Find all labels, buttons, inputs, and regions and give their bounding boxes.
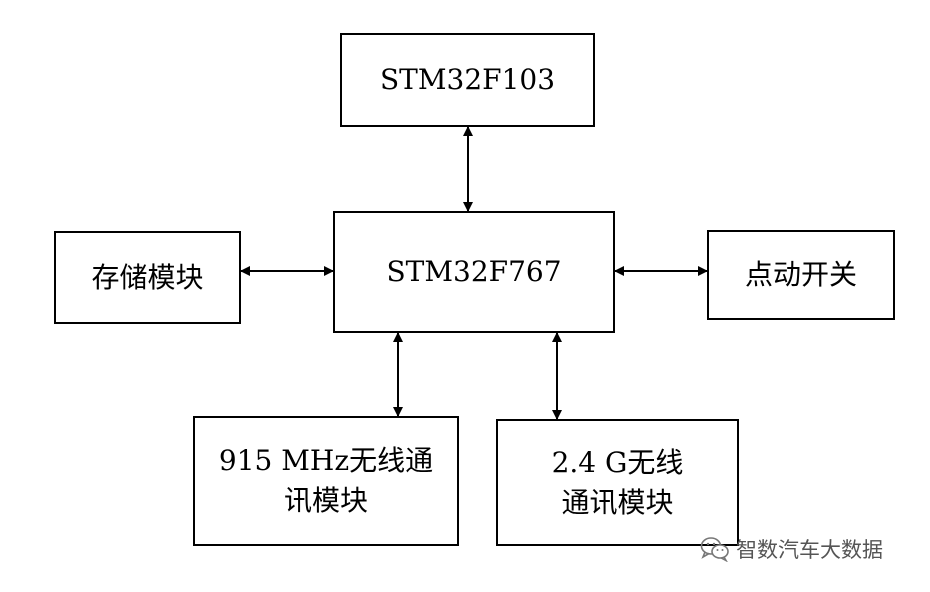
wireless-24g-block: 2.4 G无线 通讯模块 — [496, 419, 739, 546]
wireless-24g-label-line2: 通讯模块 — [561, 485, 674, 519]
jog-switch-block: 点动开关 — [707, 230, 895, 320]
wireless-915mhz-label-line2: 讯模块 — [283, 484, 368, 517]
jog-switch-label: 点动开关 — [744, 258, 857, 291]
stm32f103-block: STM32F103 — [340, 33, 595, 127]
watermark: 智数汽车大数据 — [700, 534, 883, 564]
storage-module-block: 存储模块 — [54, 231, 241, 324]
wireless-915mhz-label-line1: 915 MHz无线通 — [218, 444, 434, 477]
wechat-icon — [700, 537, 729, 562]
stm32f103-label: STM32F103 — [379, 63, 556, 96]
stm32f767-label: STM32F767 — [386, 255, 562, 288]
stm32f767-block: STM32F767 — [333, 211, 615, 333]
wireless-24g-label-line1: 2.4 G无线 — [551, 445, 684, 479]
watermark-text: 智数汽车大数据 — [736, 538, 883, 562]
wireless-915mhz-block: 915 MHz无线通 讯模块 — [193, 416, 459, 546]
storage-module-label: 存储模块 — [91, 260, 204, 294]
